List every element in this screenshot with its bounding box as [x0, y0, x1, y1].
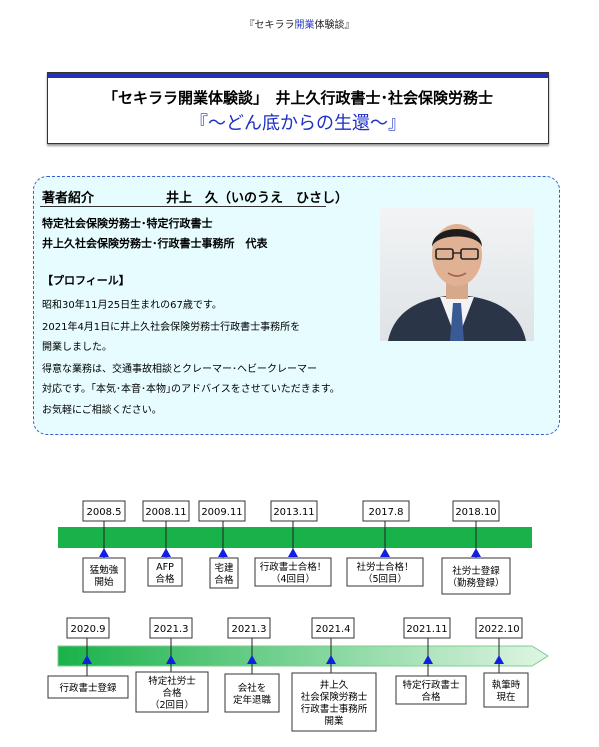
heading-underline	[40, 206, 326, 207]
marker-triangle	[166, 655, 176, 664]
marker-triangle	[161, 548, 171, 557]
header-accent: 開業	[294, 20, 315, 31]
event-box	[483, 672, 529, 708]
author-qualification: 特定社会保険労務士･特定行政書士	[42, 217, 213, 230]
marker-triangle	[326, 655, 336, 664]
author-name: 井上 久（いのうえ ひさし）	[166, 191, 349, 206]
bio-line: 得意な業務は、交通事故相談とクレーマー･ヘビークレーマー	[42, 364, 317, 375]
event-label: 行政書士事務所	[301, 703, 368, 715]
date-label: 2021.4	[316, 624, 351, 635]
title-accent-bar	[48, 73, 548, 78]
document-header: 『セキララ開業体験談』	[0, 16, 599, 31]
bio-line: お気軽にご相談ください。	[42, 405, 162, 416]
date-label: 2022.10	[478, 624, 519, 635]
author-office: 井上久社会保険労務士･行政書士事務所 代表	[42, 237, 268, 250]
date-label: 2021.3	[154, 624, 189, 635]
marker-triangle	[471, 548, 481, 557]
event-label: 開業	[324, 715, 344, 727]
marker-triangle	[247, 655, 257, 664]
event-box	[254, 557, 332, 587]
event-box	[47, 675, 129, 699]
event-label: 合格	[162, 687, 182, 699]
event-label: 合格	[421, 691, 441, 703]
profile-section-title: 【プロフィール】	[42, 274, 130, 287]
bio-line: 昭和30年11月25日生まれの67歳です。	[42, 300, 222, 311]
timeline-bar-1	[58, 527, 532, 548]
title-line-2: 『～どん底からの生還～』	[190, 113, 406, 134]
event-label: 開始	[94, 576, 114, 588]
event-label: （勤務登録）	[447, 577, 504, 589]
date-box	[66, 617, 110, 639]
date-label: 2018.10	[455, 507, 496, 518]
date-box	[403, 617, 451, 639]
title-line-1: 「セキララ開業体験談」 井上久行政書士･社会保険労務士	[102, 89, 493, 107]
date-label: 2008.5	[87, 507, 122, 518]
date-label: 2009.11	[201, 507, 242, 518]
event-label: 社労士合格！	[356, 561, 413, 573]
event-label: AFP	[156, 562, 174, 573]
marker-triangle	[82, 655, 92, 664]
event-label: （5回目）	[363, 573, 407, 585]
date-box	[362, 500, 410, 522]
event-label: （4回目）	[271, 573, 315, 585]
event-box	[135, 671, 209, 713]
date-box	[311, 617, 355, 639]
marker-triangle	[218, 548, 228, 557]
marker-triangle	[288, 548, 298, 557]
event-box	[346, 557, 424, 587]
event-label: 現在	[496, 691, 515, 703]
header-suffix: 体験談』	[314, 20, 355, 31]
date-box	[198, 500, 246, 522]
event-label: 特定行政書士	[402, 679, 460, 691]
event-label: 合格	[214, 574, 234, 586]
date-box	[270, 500, 318, 522]
date-label: 2020.9	[71, 624, 106, 635]
event-box	[291, 672, 377, 732]
event-label: 行政書士合格！	[260, 561, 327, 573]
event-label: 宅建	[214, 562, 234, 574]
marker-triangle	[380, 548, 390, 557]
event-label: 定年退職	[233, 694, 272, 706]
portrait-illustration	[388, 224, 526, 341]
event-box	[441, 557, 511, 595]
event-label: 合格	[155, 573, 175, 585]
marker-triangle	[423, 655, 433, 664]
bio-line: 開業しました。	[42, 342, 112, 353]
event-box	[224, 673, 280, 713]
date-label: 2021.3	[232, 624, 267, 635]
event-box	[147, 557, 183, 587]
event-box	[209, 557, 239, 589]
event-label: 社会保険労務士	[301, 691, 368, 703]
timeline-bar-2	[57, 645, 549, 667]
header-prefix: 『セキララ	[244, 20, 295, 31]
bio-line: 対応です。｢本気･本音･本物｣のアドバイスをさせていただきます。	[42, 384, 340, 395]
event-box	[395, 675, 467, 705]
author-portrait-photo	[380, 207, 534, 341]
event-label: 執筆時	[492, 679, 521, 691]
date-box	[227, 617, 271, 639]
event-box	[82, 557, 126, 593]
event-label: 社労士登録	[452, 565, 500, 577]
date-label: 2013.11	[273, 507, 314, 518]
profile-heading: 著者紹介	[42, 191, 95, 206]
title-box: 「セキララ開業体験談」 井上久行政書士･社会保険労務士 『～どん底からの生還～』	[47, 72, 549, 144]
bio-line: 2021年4月1日に井上久社会保険労務士行政書士事務所を	[42, 322, 301, 333]
event-label: （2回目）	[150, 699, 194, 711]
author-profile-card: 著者紹介 井上 久（いのうえ ひさし） 特定社会保険労務士･特定行政書士 井上久…	[33, 176, 560, 435]
date-label: 2021.11	[406, 624, 447, 635]
event-label: 井上久	[320, 679, 349, 691]
date-label: 2008.11	[145, 507, 186, 518]
event-label: 会社を	[238, 682, 267, 694]
marker-triangle	[99, 548, 109, 557]
date-label: 2017.8	[369, 507, 404, 518]
marker-triangle	[494, 655, 504, 664]
event-label: 猛勉強	[90, 564, 119, 576]
event-label: 特定社労士	[148, 675, 196, 687]
event-label: 行政書士登録	[59, 682, 117, 694]
